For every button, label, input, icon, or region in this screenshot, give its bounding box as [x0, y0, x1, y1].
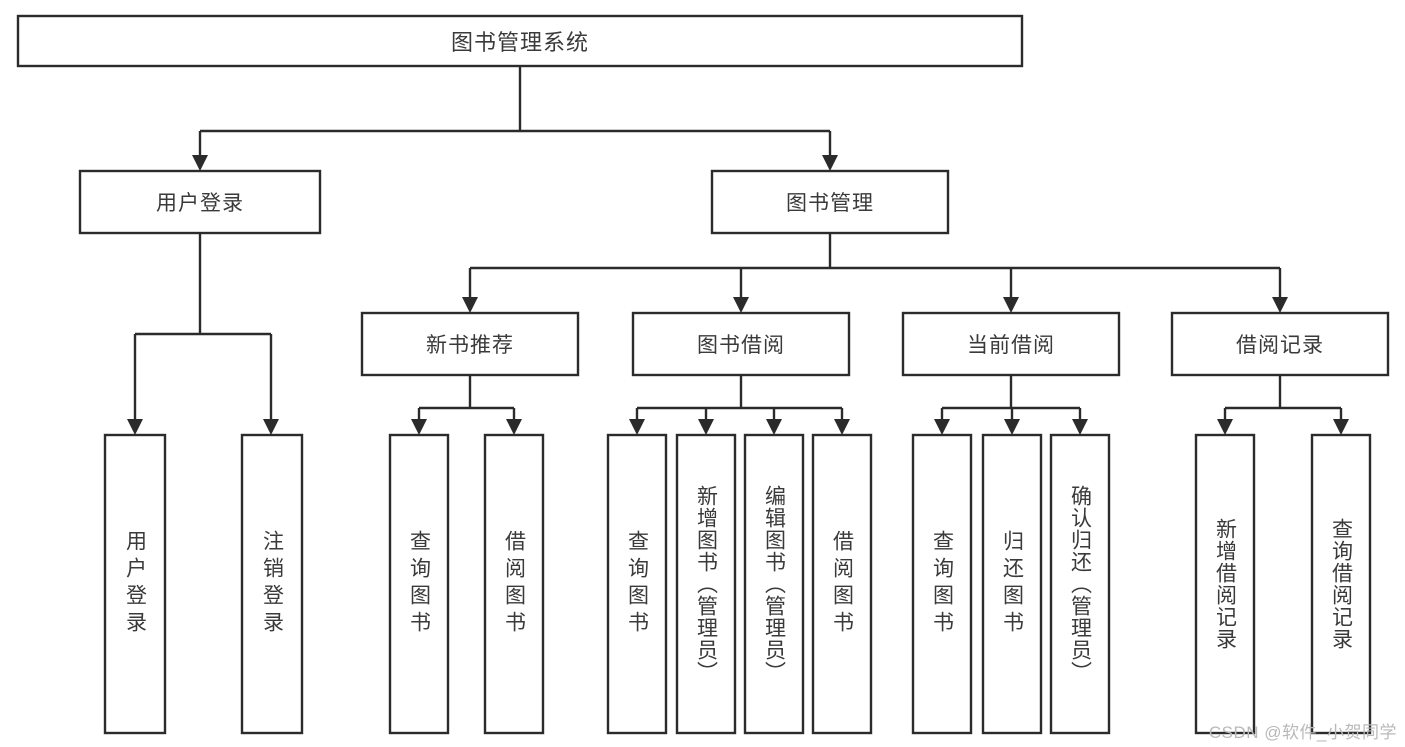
arrow-head-leaf-query-book-2: [629, 419, 645, 435]
node-box-book-borrow[interactable]: [631, 311, 851, 377]
connector-group-book-borrow: [629, 375, 850, 435]
connector-group-new-book-recommend: [411, 375, 522, 435]
arrow-head-user-login: [192, 155, 208, 171]
node-box-leaf-logout-login[interactable]: [240, 433, 304, 735]
arrow-head-leaf-query-book-1: [411, 419, 427, 435]
connector-group-book-management: [462, 233, 1288, 313]
node-box-book-management[interactable]: [710, 169, 950, 235]
arrow-head-book-borrow: [733, 297, 749, 313]
arrow-head-leaf-borrow-book-2: [834, 419, 850, 435]
arrow-head-leaf-user-login: [127, 419, 143, 435]
arrow-head-book-management: [822, 155, 838, 171]
arrow-head-leaf-add-book-admin: [698, 419, 714, 435]
connector-group-user-login: [127, 233, 279, 435]
node-box-borrow-record[interactable]: [1170, 311, 1390, 377]
arrow-head-borrow-record: [1272, 297, 1288, 313]
connector-group-borrow-record: [1217, 375, 1349, 435]
connector-group-current-borrow: [934, 375, 1088, 435]
node-box-leaf-borrow-book-1[interactable]: [483, 433, 545, 735]
node-box-root[interactable]: [16, 14, 1024, 68]
arrow-head-leaf-add-borrow-record: [1217, 419, 1233, 435]
arrow-head-leaf-borrow-book-1: [506, 419, 522, 435]
node-box-leaf-return-book[interactable]: [981, 433, 1043, 735]
node-box-new-book-recommend[interactable]: [360, 311, 580, 377]
node-box-leaf-add-borrow-record[interactable]: [1194, 433, 1256, 735]
node-box-leaf-edit-book-admin[interactable]: [743, 433, 805, 735]
arrow-head-leaf-query-borrow-record: [1333, 419, 1349, 435]
arrow-head-leaf-query-book-3: [934, 419, 950, 435]
node-box-leaf-query-borrow-record[interactable]: [1310, 433, 1372, 735]
node-box-leaf-borrow-book-2[interactable]: [811, 433, 873, 735]
node-box-leaf-query-book-1[interactable]: [388, 433, 450, 735]
arrow-head-leaf-confirm-return-admin: [1072, 419, 1088, 435]
arrow-head-current-borrow: [1003, 297, 1019, 313]
node-box-leaf-add-book-admin[interactable]: [675, 433, 737, 735]
arrow-head-new-book-recommend: [462, 297, 478, 313]
connector-group-root: [192, 66, 838, 171]
arrow-head-leaf-return-book: [1004, 419, 1020, 435]
node-box-leaf-user-login[interactable]: [103, 433, 167, 735]
node-box-leaf-query-book-2[interactable]: [606, 433, 668, 735]
arrow-head-leaf-edit-book-admin: [766, 419, 782, 435]
node-box-leaf-confirm-return-admin[interactable]: [1049, 433, 1111, 735]
node-box-current-borrow[interactable]: [901, 311, 1121, 377]
node-box-user-login[interactable]: [78, 169, 322, 235]
node-box-leaf-query-book-3[interactable]: [911, 433, 973, 735]
arrow-head-leaf-logout-login: [263, 419, 279, 435]
